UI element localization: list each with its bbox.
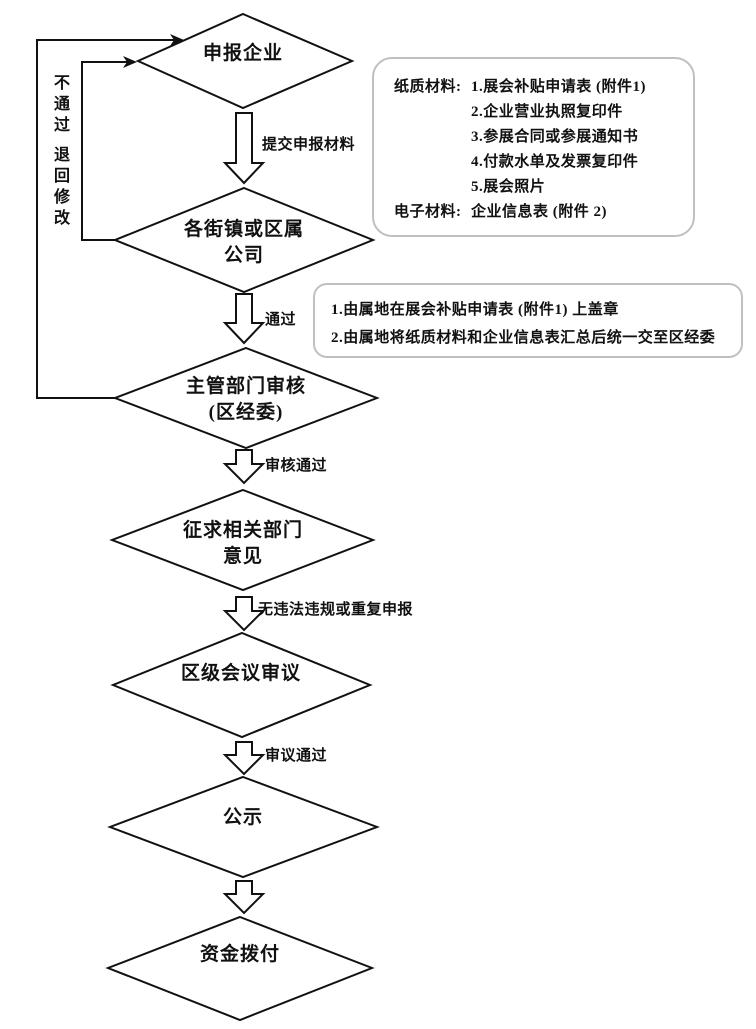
materials-text: 3.参展合同或参展通知书 (471, 129, 639, 145)
materials-attachment-ref: 附件 2 (558, 204, 602, 220)
feedback-arrowhead-outer-icon (170, 34, 184, 46)
edge-label-review-pass: 审核通过 (265, 458, 328, 474)
materials-category-label: 纸质材料: (394, 79, 462, 95)
notes-line: 2.由属地将纸质材料和企业信息表汇总后统一交至区经委 (331, 324, 733, 352)
flow-arrow-no-violation-icon (222, 596, 266, 632)
node-label-competent-dept-review: 主管部门审核 (区经委) (136, 374, 356, 426)
materials-line: 5.展会照片 (394, 175, 685, 200)
node-label-town-or-district-company: 各街镇或区属 公司 (134, 217, 354, 269)
notes-text: 1.由属地在展会补贴申请表 ( (331, 302, 524, 318)
node-label-line: 意见 (222, 546, 263, 567)
node-label-line: (区经委) (208, 402, 284, 423)
node-label-line: 公示 (222, 807, 263, 828)
feedback-line-inner (81, 61, 132, 241)
node-label-line: 申报企业 (202, 43, 283, 64)
materials-category-label: 电子材料: (394, 204, 462, 220)
notes-text: ) 上盖章 (562, 302, 619, 318)
diamond-competent-dept-review (112, 346, 380, 450)
node-label-publicity: 公示 (133, 805, 353, 831)
flow-arrow-submit-icon (222, 112, 266, 185)
materials-box: 纸质材料: 1.展会补贴申请表 (附件1) 2.企业营业执照复印件 3.参展合同或… (372, 57, 695, 237)
node-label-applicant-enterprise: 申报企业 (133, 41, 353, 67)
notes-line: 1.由属地在展会补贴申请表 (附件1) 上盖章 (331, 296, 733, 324)
flow-arrow-pass-icon (222, 293, 266, 345)
materials-line: 电子材料: 企业信息表 (附件 2) (394, 200, 685, 225)
node-label-line: 征求相关部门 (182, 520, 303, 541)
materials-attachment-ref: 附件1 (601, 79, 641, 95)
materials-text: 2.企业营业执照复印件 (471, 104, 623, 120)
materials-text: 企业信息表 ( (471, 204, 559, 220)
materials-line: 2.企业营业执照复印件 (394, 100, 685, 125)
edge-label-no-violation: 无违法违规或重复申报 (258, 602, 414, 618)
feedback-arrowhead-inner-icon (123, 56, 137, 68)
diamond-district-meeting (110, 631, 373, 739)
feedback-label-not-pass: 不通过 (51, 74, 68, 137)
edge-label-deliberation-pass: 审议通过 (265, 748, 328, 764)
materials-text: ) (640, 79, 647, 95)
node-label-line: 公司 (223, 245, 264, 266)
node-label-line: 各街镇或区属 (183, 219, 304, 240)
node-label-fund-allocation: 资金拨付 (130, 942, 350, 968)
flow-arrow-final-icon (222, 880, 266, 915)
diamond-applicant-enterprise (135, 12, 355, 110)
materials-text: 1.展会补贴申请表 ( (471, 79, 602, 95)
diamond-consult-departments (109, 488, 376, 592)
materials-text: ) (601, 204, 608, 220)
flow-arrow-review-pass-icon (222, 449, 266, 485)
materials-line: 4.付款水单及发票复印件 (394, 150, 685, 175)
feedback-label-return-modify: 退回修改 (51, 146, 68, 230)
edge-label-submit-materials: 提交申报材料 (262, 137, 356, 153)
materials-text: 5.展会照片 (471, 179, 546, 195)
diamond-fund-allocation (105, 915, 375, 1022)
notes-box: 1.由属地在展会补贴申请表 (附件1) 上盖章 2.由属地将纸质材料和企业信息表… (313, 283, 743, 358)
materials-text: 4.付款水单及发票复印件 (471, 154, 639, 170)
edge-label-pass: 通过 (265, 312, 297, 328)
diamond-town-or-district-company (112, 186, 376, 294)
materials-line: 纸质材料: 1.展会补贴申请表 (附件1) (394, 75, 685, 100)
node-label-line: 资金拨付 (199, 944, 280, 965)
feedback-line-outer (36, 39, 180, 399)
node-label-district-meeting: 区级会议审议 (131, 661, 351, 687)
node-label-line: 区级会议审议 (180, 663, 301, 684)
materials-line: 3.参展合同或参展通知书 (394, 125, 685, 150)
diamond-publicity (107, 775, 380, 879)
node-label-line: 主管部门审核 (185, 376, 306, 397)
node-label-consult-departments: 征求相关部门 意见 (133, 518, 353, 570)
notes-text: 2.由属地将纸质材料和企业信息表汇总后统一交至区经委 (331, 330, 716, 346)
flow-arrow-deliberation-pass-icon (222, 741, 266, 776)
notes-attachment-ref: 附件1 (523, 302, 563, 318)
